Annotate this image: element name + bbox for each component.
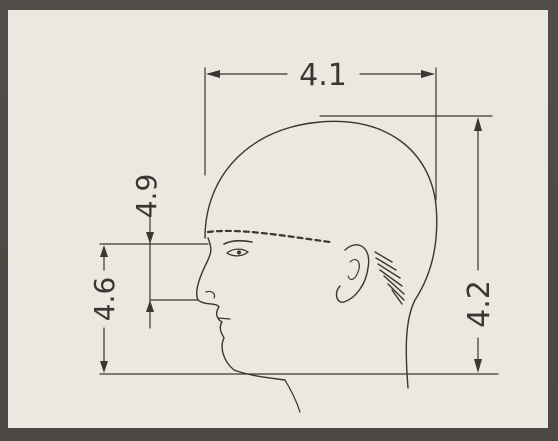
dimension-lines (99, 67, 499, 375)
nostril (205, 290, 216, 299)
face-outline (196, 237, 286, 381)
label-4-2: 4.2 (462, 280, 497, 328)
arrow-4-2-bottom (474, 359, 482, 373)
mouth (217, 317, 231, 320)
ear (335, 244, 370, 303)
arrow-4-6-bottom (100, 361, 108, 373)
label-4-9: 4.9 (130, 174, 163, 219)
label-4-6: 4.6 (88, 277, 121, 322)
arrow-4-1-left (206, 70, 220, 78)
arrow-4-2-top (474, 117, 482, 131)
hair-shading (374, 251, 405, 305)
arrow-4-9-bottom (146, 300, 154, 312)
neck-front (284, 379, 301, 413)
head-outline (204, 120, 438, 389)
pupil (237, 250, 241, 255)
arrow-4-9-top (146, 232, 154, 244)
eye (226, 248, 249, 257)
hairline (206, 229, 332, 244)
arrow-4-6-top (100, 245, 108, 257)
eyebrow (223, 239, 253, 245)
ear-inner (347, 259, 360, 281)
arrowheads (100, 70, 482, 373)
head-profile (196, 120, 438, 413)
arrow-4-1-right (421, 70, 435, 78)
paper-sheet (8, 10, 548, 428)
label-4-1: 4.1 (299, 58, 347, 93)
